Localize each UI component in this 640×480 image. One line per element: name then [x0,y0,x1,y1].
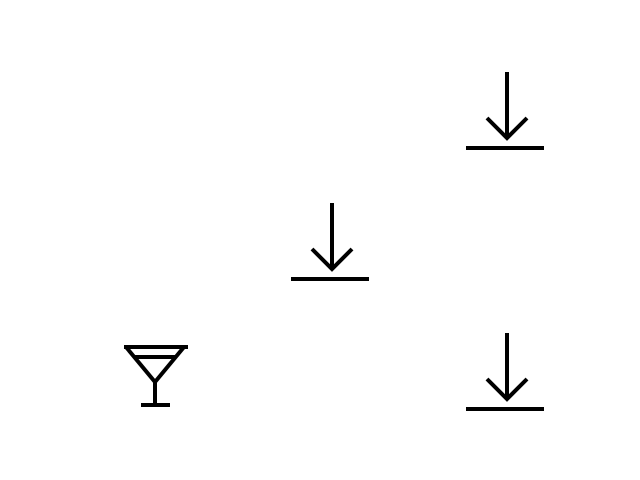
cocktail-icon[interactable] [120,340,192,412]
download-icon[interactable] [460,68,550,158]
download-icon[interactable] [285,199,375,289]
download-icon[interactable] [460,329,550,419]
